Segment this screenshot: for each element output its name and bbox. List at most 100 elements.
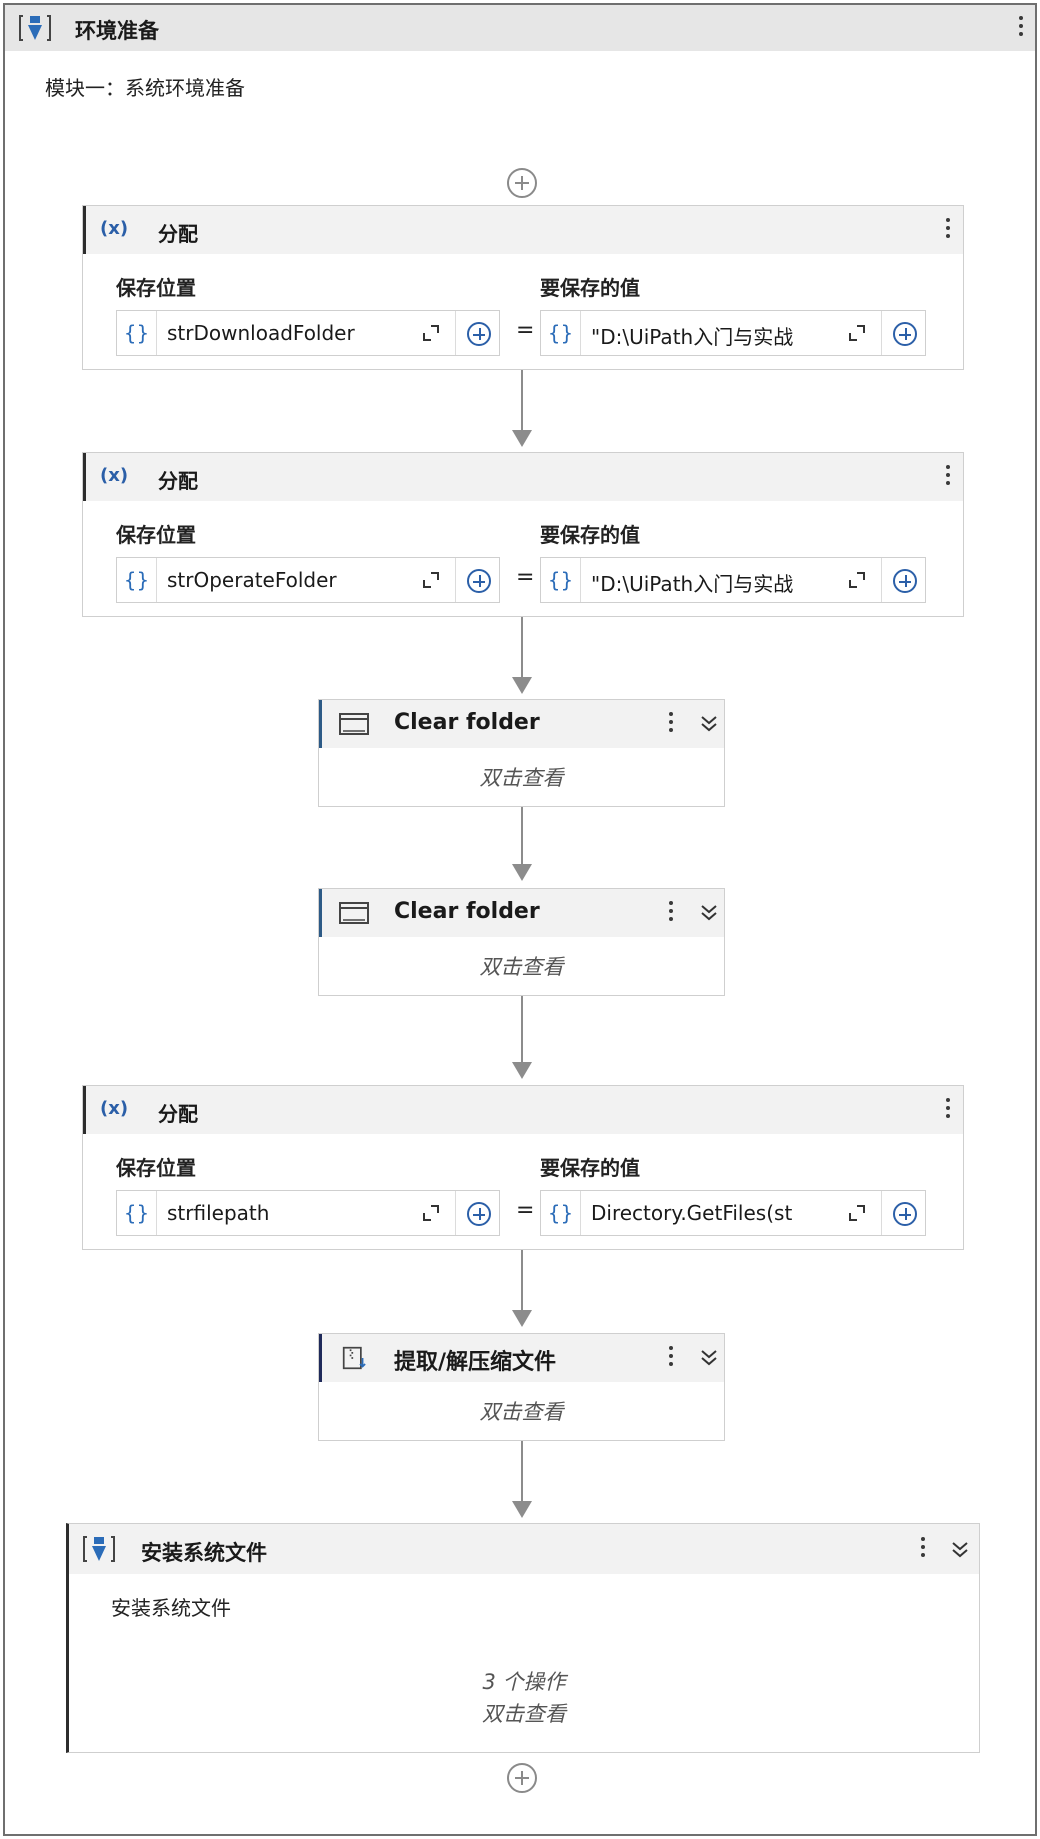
sequence-annotation: 安装系统文件 <box>111 1596 231 1620</box>
expression-icon: {} <box>117 1191 157 1235</box>
assign-title: 分配 <box>158 469 198 493</box>
more-options-icon[interactable] <box>944 215 952 245</box>
arrow-down-icon <box>512 1310 532 1327</box>
install-files-sequence[interactable]: 安装系统文件 安装系统文件 3 个操作 双击查看 <box>66 1523 980 1753</box>
expression-icon: {} <box>541 558 581 602</box>
extract-unzip-activity[interactable]: 提取/解压缩文件 双击查看 <box>318 1333 725 1441</box>
connector-line <box>521 1250 523 1310</box>
equals-sign: = <box>516 1198 535 1223</box>
connector-line <box>521 807 523 864</box>
to-label: 保存位置 <box>116 276 196 300</box>
assign-header[interactable]: (x) 分配 <box>83 453 963 501</box>
window-icon <box>339 713 369 735</box>
expand-icon[interactable] <box>421 323 441 343</box>
to-label: 保存位置 <box>116 523 196 547</box>
workflow-title: 提取/解压缩文件 <box>394 1350 557 1375</box>
equals-sign: = <box>516 318 535 343</box>
collapse-icon[interactable] <box>949 1538 971 1560</box>
activity-count: 3 个操作 <box>482 1670 566 1694</box>
value-label: 要保存的值 <box>540 523 640 547</box>
to-label: 保存位置 <box>116 1156 196 1180</box>
invoke-workflow-clear-folder-1[interactable]: Clear folder 双击查看 <box>318 699 725 807</box>
sequence-container[interactable]: 环境准备 模块一：系统环境准备 (x) 分配 保存位置 要保存的值 {} str… <box>3 3 1037 1836</box>
expression-icon: {} <box>117 558 157 602</box>
collapse-icon[interactable] <box>698 712 720 734</box>
arrow-down-icon <box>512 1062 532 1079</box>
collapse-icon[interactable] <box>698 901 720 923</box>
sequence-annotation: 模块一：系统环境准备 <box>45 76 245 100</box>
arrow-down-icon <box>512 864 532 881</box>
to-field[interactable]: {} strOperateFolder <box>116 557 500 603</box>
workflow-subtitle: 双击查看 <box>479 1400 564 1424</box>
assign-title: 分配 <box>158 1102 198 1126</box>
more-options-icon[interactable] <box>919 1534 927 1564</box>
equals-sign: = <box>516 565 535 590</box>
more-options-icon[interactable] <box>667 1343 675 1373</box>
add-button[interactable] <box>881 558 925 602</box>
window-icon <box>339 902 369 924</box>
add-button[interactable] <box>455 558 499 602</box>
collapse-icon[interactable] <box>698 1346 720 1368</box>
connector-line <box>521 370 523 430</box>
sequence-icon <box>19 15 51 41</box>
assign-activity-2[interactable]: (x) 分配 保存位置 要保存的值 {} strOperateFolder = … <box>82 452 964 617</box>
assign-header[interactable]: (x) 分配 <box>83 206 963 254</box>
assign-activity-1[interactable]: (x) 分配 保存位置 要保存的值 {} strDownloadFolder =… <box>82 205 964 370</box>
sequence-header[interactable]: 环境准备 <box>5 5 1035 51</box>
add-button[interactable] <box>455 311 499 355</box>
workflow-title: Clear folder <box>394 710 540 735</box>
value-field[interactable]: {} "D:\UiPath入门与实战 <box>540 310 926 356</box>
value-text: "D:\UiPath入门与实战 <box>591 325 794 349</box>
sequence-title: 安装系统文件 <box>141 1541 267 1565</box>
to-value: strOperateFolder <box>167 568 337 592</box>
workflow-subtitle: 双击查看 <box>479 766 564 790</box>
add-button[interactable] <box>455 1191 499 1235</box>
connector-line <box>521 996 523 1062</box>
assign-activity-3[interactable]: (x) 分配 保存位置 要保存的值 {} strfilepath = {} Di… <box>82 1085 964 1250</box>
more-options-icon[interactable] <box>667 709 675 739</box>
variable-icon: (x) <box>100 465 129 486</box>
value-text: Directory.GetFiles(st <box>591 1201 793 1225</box>
more-options-icon[interactable] <box>944 1095 952 1125</box>
more-options-icon[interactable] <box>667 898 675 928</box>
expression-icon: {} <box>541 1191 581 1235</box>
workflow-title: Clear folder <box>394 899 540 924</box>
to-value: strfilepath <box>167 1201 270 1225</box>
to-field[interactable]: {} strDownloadFolder <box>116 310 500 356</box>
add-activity-button[interactable] <box>507 1763 537 1793</box>
arrow-down-icon <box>512 430 532 447</box>
expand-icon[interactable] <box>421 1203 441 1223</box>
to-value: strDownloadFolder <box>167 321 355 345</box>
workflow-header[interactable]: 提取/解压缩文件 <box>319 1334 724 1382</box>
value-field[interactable]: {} Directory.GetFiles(st <box>540 1190 926 1236</box>
add-button[interactable] <box>881 311 925 355</box>
sequence-icon <box>83 1536 115 1562</box>
to-field[interactable]: {} strfilepath <box>116 1190 500 1236</box>
expand-icon[interactable] <box>421 570 441 590</box>
expand-icon[interactable] <box>847 570 867 590</box>
sequence-subtitle: 双击查看 <box>482 1702 566 1726</box>
more-options-icon[interactable] <box>944 462 952 492</box>
assign-title: 分配 <box>158 222 198 246</box>
value-text: "D:\UiPath入门与实战 <box>591 572 794 596</box>
add-button[interactable] <box>881 1191 925 1235</box>
value-field[interactable]: {} "D:\UiPath入门与实战 <box>540 557 926 603</box>
variable-icon: (x) <box>100 1098 129 1119</box>
expression-icon: {} <box>117 311 157 355</box>
connector-line <box>521 617 523 677</box>
expand-icon[interactable] <box>847 323 867 343</box>
assign-header[interactable]: (x) 分配 <box>83 1086 963 1134</box>
invoke-workflow-clear-folder-2[interactable]: Clear folder 双击查看 <box>318 888 725 996</box>
zip-file-icon <box>342 1346 366 1370</box>
arrow-down-icon <box>512 677 532 694</box>
more-options-icon[interactable] <box>1017 13 1025 43</box>
add-activity-button[interactable] <box>507 168 537 198</box>
sequence-title: 环境准备 <box>75 19 159 43</box>
expand-icon[interactable] <box>847 1203 867 1223</box>
workflow-header[interactable]: Clear folder <box>319 700 724 748</box>
workflow-header[interactable]: Clear folder <box>319 889 724 937</box>
variable-icon: (x) <box>100 218 129 239</box>
value-label: 要保存的值 <box>540 1156 640 1180</box>
connector-line <box>521 1441 523 1501</box>
sequence-header[interactable]: 安装系统文件 <box>69 1524 979 1574</box>
